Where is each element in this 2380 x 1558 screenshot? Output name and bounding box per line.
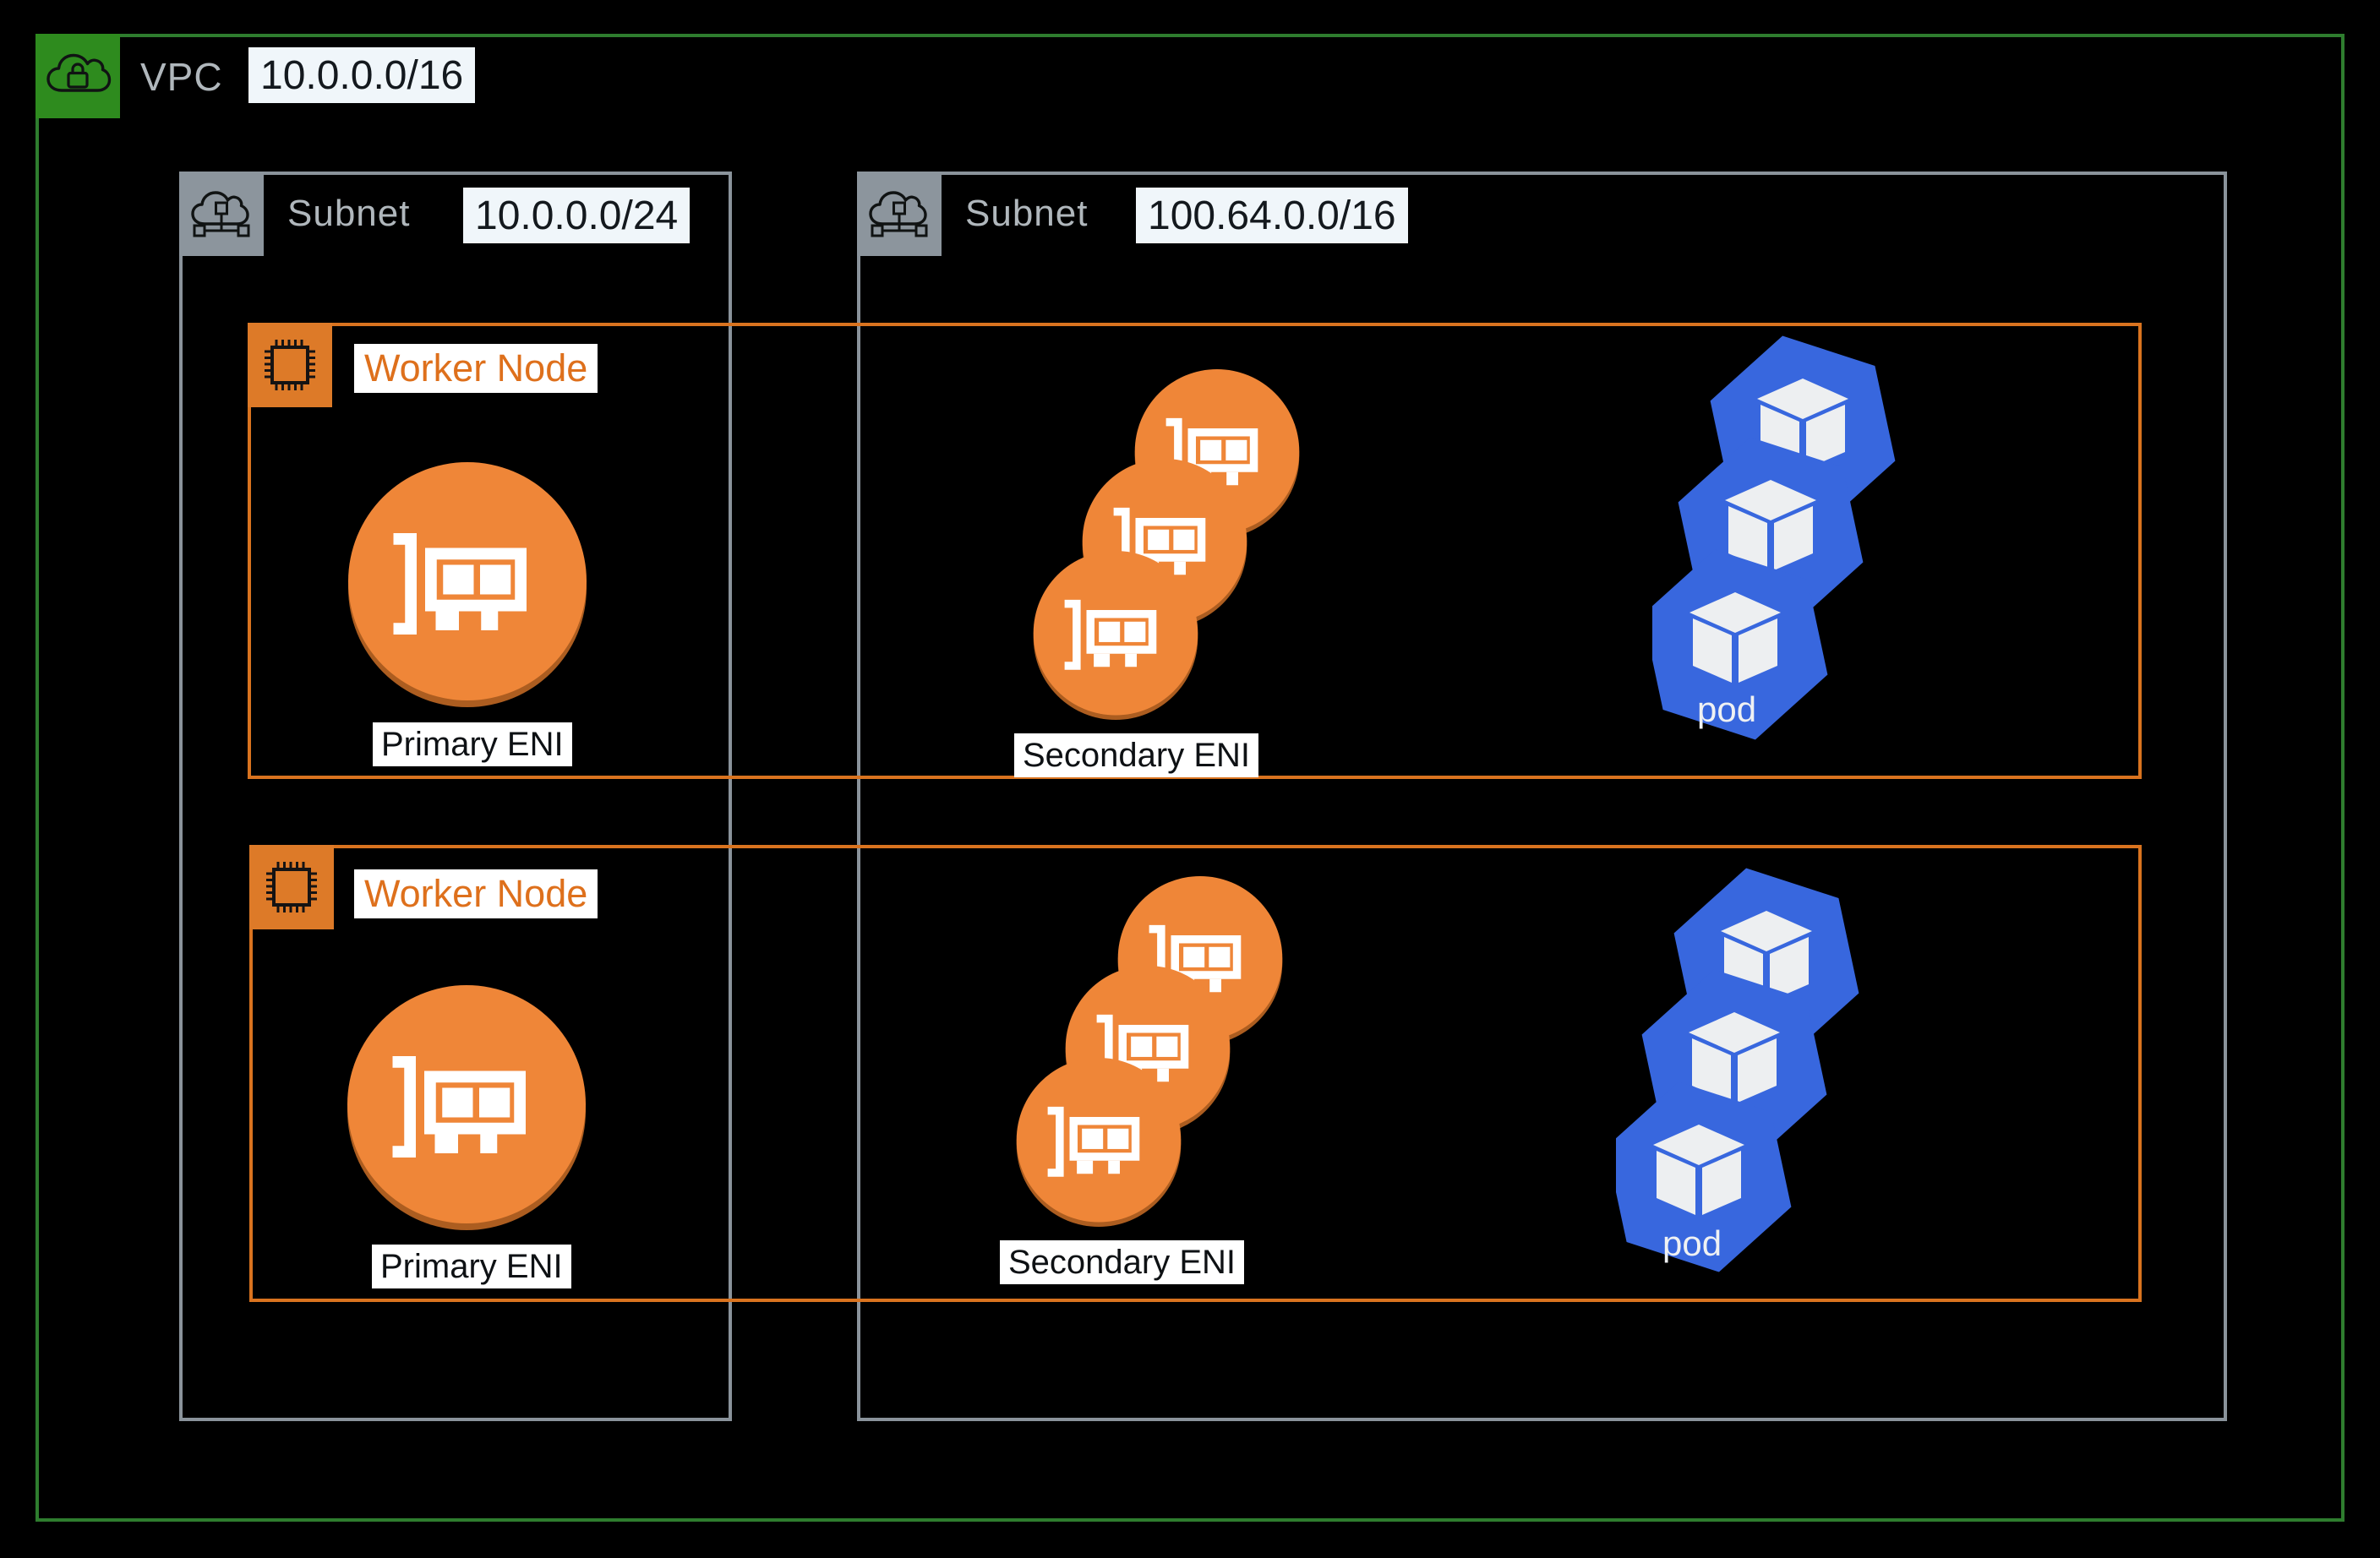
pod-stack-icon [1616,868,1859,1272]
worker-node-label: Worker Node [354,344,598,393]
worker-node-boundary-1 [248,323,2142,779]
subnet-cidr: 100.64.0.0/16 [1136,188,1408,243]
primary-eni-label: Primary ENI [373,722,572,766]
subnet-icon [857,172,942,256]
subnet-boundary-2 [857,172,2227,1421]
worker-node-label: Worker Node [354,869,598,918]
secondary-eni-stack-icon [989,870,1293,1242]
vpc-boundary [35,34,2345,1522]
worker-node-chip-icon [248,323,332,407]
vpc-cloud-lock-icon [35,34,120,118]
secondary-eni-label: Secondary ENI [1000,1240,1245,1284]
subnet-label: Subnet [965,193,1089,234]
vpc-cidr: 10.0.0.0/16 [248,47,476,103]
primary-eni-icon [340,981,593,1234]
worker-node-chip-icon [249,845,334,929]
subnet-boundary-1 [179,172,732,1421]
primary-eni-icon [341,458,594,711]
pod-label: pod [1662,1223,1722,1263]
worker-node-boundary-2 [249,845,2142,1302]
pod-stack-icon [1652,335,1896,740]
secondary-eni-stack-icon [1006,363,1310,735]
subnet-label: Subnet [287,193,411,234]
secondary-eni-label: Secondary ENI [1014,733,1259,777]
subnet-icon [179,172,264,256]
subnet-cidr: 10.0.0.0/24 [463,188,691,243]
pod-label: pod [1697,689,1757,729]
vpc-label: VPC [140,55,223,99]
primary-eni-label: Primary ENI [372,1245,571,1288]
